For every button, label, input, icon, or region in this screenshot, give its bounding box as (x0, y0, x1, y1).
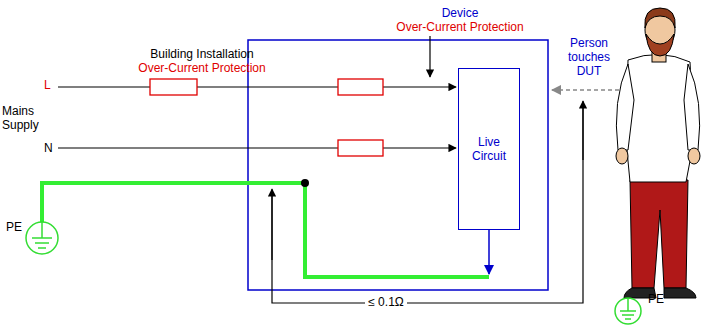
callout-arrow (429, 36, 430, 77)
pe-label: PE (648, 292, 678, 306)
person-figure (616, 8, 700, 298)
protection-label: Building Installation (112, 47, 292, 61)
supply-label: Mains Supply (2, 104, 44, 132)
device-housing (248, 40, 548, 290)
circuit-box: Live Circuit (458, 68, 520, 230)
touch-label: Person touches DUT (558, 36, 620, 78)
junction-dot (301, 179, 309, 187)
protection-label: Over-Current Protection (370, 20, 550, 34)
fuse-symbol (150, 79, 383, 156)
fault-arrow (488, 230, 490, 274)
neutral-name: N (44, 141, 56, 155)
box-label: Live Circuit (459, 131, 519, 167)
resistance-label: ≤ 0.1Ω (365, 295, 407, 309)
pe-conductor (42, 183, 489, 277)
measurement-line (272, 101, 583, 303)
line-name: L (44, 78, 56, 92)
line-wire (58, 87, 456, 148)
protection-label: Over-Current Protection (112, 61, 292, 75)
ground-symbol (26, 222, 58, 254)
ground-symbol (615, 298, 641, 324)
device-label: Device (370, 6, 550, 20)
pe-label: PE (6, 220, 28, 234)
